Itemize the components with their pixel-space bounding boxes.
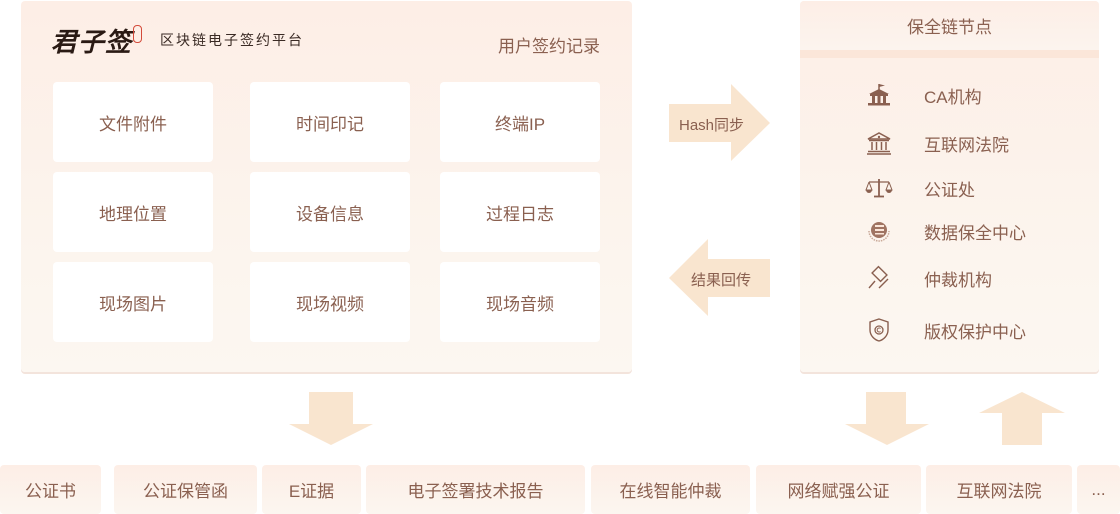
chain-nodes-title: 保全链节点 [800, 1, 1099, 50]
logo-mark: 君子签 [51, 27, 133, 58]
hash-sync-label: Hash同步 [679, 117, 745, 134]
output-item: 公证保管函 [114, 465, 257, 514]
record-item: 文件附件 [53, 82, 213, 162]
chain-node: 互联网法院 [864, 128, 1009, 158]
logo-tagline: 区块链电子签约平台 [160, 33, 305, 49]
emblem-icon [864, 216, 894, 246]
arrow-down-icon [289, 392, 373, 445]
scales-icon [864, 173, 894, 203]
record-item: 现场视频 [250, 262, 410, 342]
record-item: 现场音频 [440, 262, 600, 342]
chain-node-label: CA机构 [924, 87, 982, 107]
arrow-right-icon [669, 84, 770, 161]
record-item: 终端IP [440, 82, 600, 162]
chain-node-label: 数据保全中心 [924, 223, 1026, 243]
chain-node-label: 版权保护中心 [924, 322, 1026, 342]
chain-node: 版权保护中心 [864, 315, 1026, 345]
down-arrow-right [844, 392, 930, 451]
record-item: 时间印记 [250, 82, 410, 162]
hash-sync-arrow: Hash同步 [669, 84, 771, 162]
chain-node: CA机构 [864, 80, 982, 110]
record-item: 设备信息 [250, 172, 410, 252]
output-item: E证据 [262, 465, 361, 514]
result-return-label: 结果回传 [691, 272, 752, 289]
copyright-shield-icon [864, 315, 894, 345]
record-title: 用户签约记录 [498, 37, 600, 56]
seal-icon [133, 25, 143, 43]
down-arrow-left [288, 392, 374, 451]
chain-node: 数据保全中心 [864, 216, 1026, 246]
chain-node: 公证处 [864, 173, 975, 203]
court-icon [864, 128, 894, 158]
chain-node-label: 仲裁机构 [924, 270, 992, 290]
result-return-arrow: 结果回传 [669, 239, 771, 317]
up-arrow-right [978, 392, 1066, 451]
output-item: 电子签署技术报告 [366, 465, 585, 514]
chain-node: 仲裁机构 [864, 263, 992, 293]
signing-platform-panel: 君子签 区块链电子签约平台 用户签约记录 文件附件 时间印记 终端IP 地理位置… [21, 1, 632, 372]
output-item-more: ... [1077, 465, 1120, 514]
ca-building-icon [864, 80, 894, 110]
output-item: 互联网法院 [926, 465, 1072, 514]
arrow-down-icon [845, 392, 929, 445]
output-item: 网络赋强公证 [756, 465, 921, 514]
record-item: 现场图片 [53, 262, 213, 342]
gavel-icon [864, 263, 894, 293]
output-item: 在线智能仲裁 [591, 465, 750, 514]
chain-node-label: 公证处 [924, 180, 975, 200]
chain-nodes-panel: 保全链节点 CA机构 [800, 1, 1099, 372]
arrow-left-icon [669, 239, 770, 316]
output-item: 公证书 [0, 465, 101, 514]
record-item: 过程日志 [440, 172, 600, 252]
arrow-up-icon [979, 392, 1065, 445]
logo: 君子签 区块链电子签约平台 [51, 23, 305, 58]
header-divider [800, 50, 1099, 58]
record-items-grid: 文件附件 时间印记 终端IP 地理位置 设备信息 过程日志 现场图片 现场视频 … [53, 82, 600, 342]
chain-node-label: 互联网法院 [924, 135, 1009, 155]
record-item: 地理位置 [53, 172, 213, 252]
